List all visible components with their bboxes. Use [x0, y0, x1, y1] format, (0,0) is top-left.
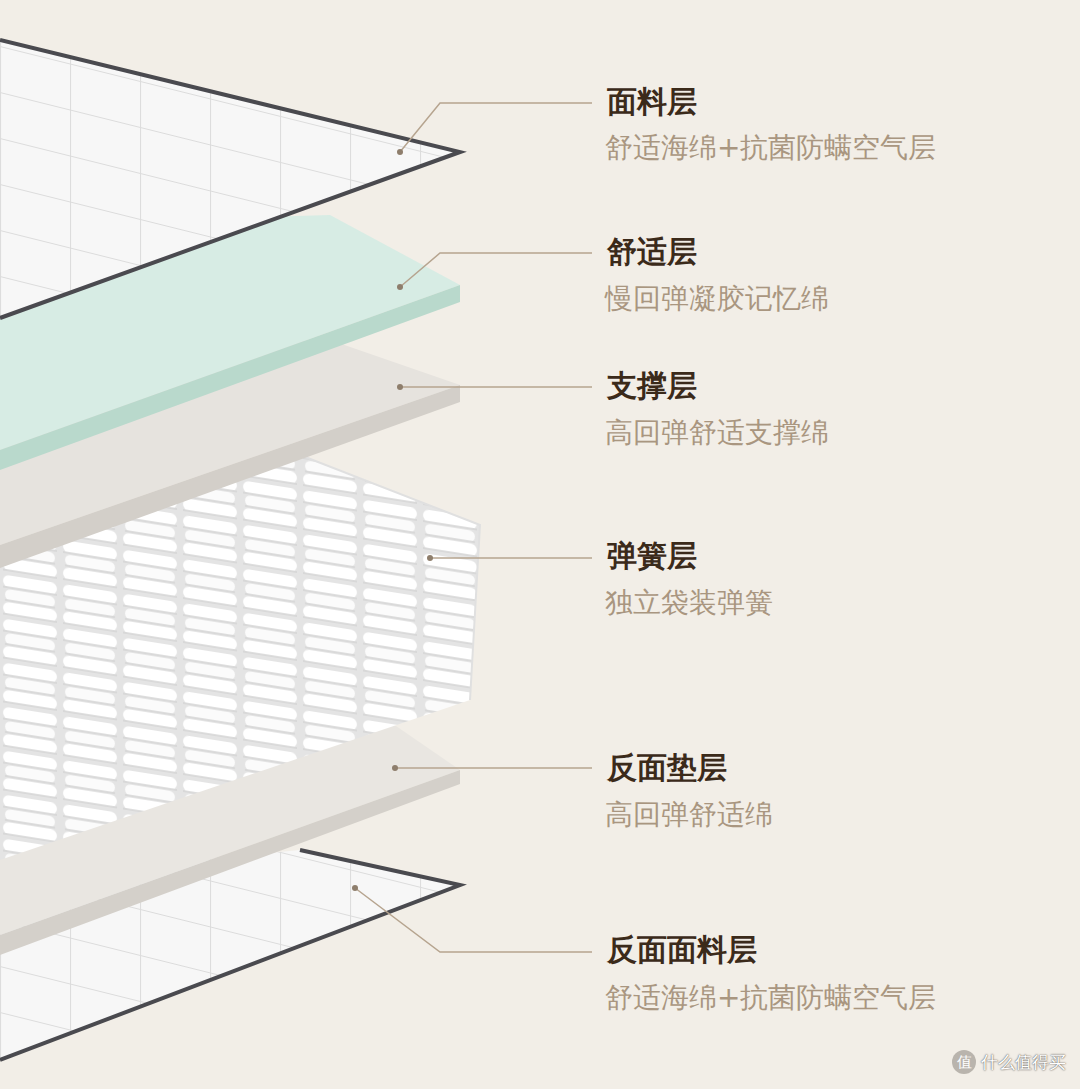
layer-name: 面料层	[607, 84, 697, 120]
leader-lines	[355, 103, 592, 952]
watermark-icon: 值	[952, 1050, 976, 1074]
layer-material: 高回弹舒适支撑绵	[605, 416, 829, 450]
layer-name: 支撑层	[607, 368, 697, 404]
layer-material: 舒适海绵+抗菌防螨空气层	[605, 131, 936, 165]
watermark: 什么值得买	[981, 1052, 1066, 1072]
top-fabric-layer	[0, 40, 460, 318]
layer-name: 弹簧层	[607, 538, 697, 574]
layer-name: 舒适层	[607, 234, 697, 270]
layer-name: 反面面料层	[607, 932, 757, 968]
layer-material: 独立袋装弹簧	[605, 586, 773, 620]
leader-dots	[352, 149, 433, 891]
layer-material: 高回弹舒适绵	[605, 798, 773, 832]
layer-material: 慢回弹凝胶记忆绵	[605, 282, 829, 316]
layer-name: 反面垫层	[607, 750, 727, 786]
layer-material: 舒适海绵+抗菌防螨空气层	[605, 981, 936, 1015]
